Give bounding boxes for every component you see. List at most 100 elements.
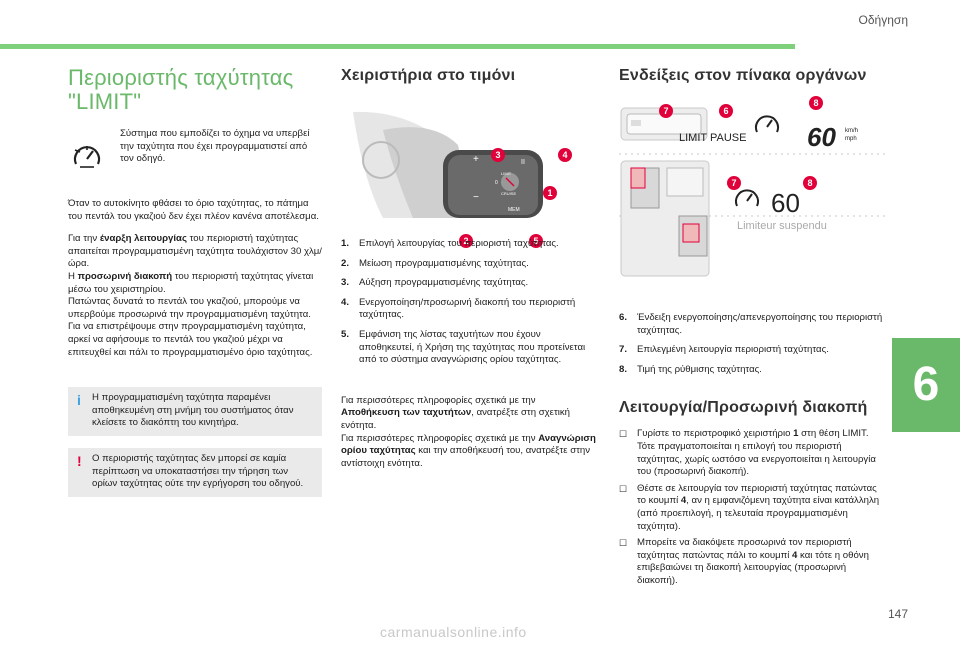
steering-wheel-illustration: + − II LIMIT CRUISE 0 MEM xyxy=(353,111,543,218)
column-instrument-display: Ενδείξεις στον πίνακα οργάνων LIMIT PAUS… xyxy=(619,66,885,592)
info-note: i Η προγραμματισμένη ταχύτητα παραμένει … xyxy=(68,387,322,436)
text-run: στη θέση LIMIT. Τότε πραγματοποιείται η … xyxy=(637,428,876,478)
paragraph-1: Όταν το αυτοκίνητο φθάσει το όριο ταχύτη… xyxy=(68,198,319,222)
text-run: Μπορείτε να διακόψετε προσωρινά τον περι… xyxy=(637,537,852,561)
speed-limiter-icon xyxy=(73,146,101,168)
page-title: Περιοριστής ταχύτητας "LIMIT" xyxy=(68,66,322,114)
item-number: 5. xyxy=(341,328,350,340)
callout-8-bottom: 8 xyxy=(803,176,817,190)
text-run: Για περισσότερες πληροφορίες σχετικά με … xyxy=(341,432,539,444)
unit-mph: mph xyxy=(845,136,857,142)
text-run: , αν η εμφανιζόμενη ταχύτητα είναι κατάλ… xyxy=(637,495,880,532)
callout-7-bottom: 7 xyxy=(727,176,741,190)
item-number: 8. xyxy=(619,363,628,375)
item-text: Ένδειξη ενεργοποίησης/απενεργοποίησης το… xyxy=(637,312,883,336)
section-title-controls: Χειριστήρια στο τιμόνι xyxy=(341,67,516,84)
text-run: του περιοριστή ταχύτητας γίνεται μέσω το… xyxy=(68,270,314,295)
list-item: 1. Επιλογή λειτουργίας του περιοριστή ταχ… xyxy=(341,238,597,251)
list-item: 7. Επιλεγμένη λειτουργία περιοριστή ταχύτ… xyxy=(619,344,885,357)
callout-3: 3 xyxy=(491,148,505,162)
item-number: 3. xyxy=(341,277,350,289)
limit-pause-label: LIMIT PAUSE xyxy=(679,132,747,144)
list-item: 8. Τιμή της ρύθμισης ταχύτητας. xyxy=(619,364,885,377)
wheel-label-limit: LIMIT xyxy=(501,171,512,176)
wheel-label-cruise: CRUISE xyxy=(501,191,516,196)
svg-text:II: II xyxy=(521,159,525,166)
bold-run: 4 xyxy=(680,495,687,507)
list-item: ☐ Γυρίστε το περιστροφικό χειριστήριο 1 σ… xyxy=(619,428,885,478)
list-item: 2. Μείωση προγραμματισμένης ταχύτητας. xyxy=(341,258,597,271)
page-number: 147 xyxy=(887,607,908,621)
operation-steps: ☐ Γυρίστε το περιστροφικό χειριστήριο 1 σ… xyxy=(619,428,885,587)
item-number: 2. xyxy=(341,257,350,269)
item-text: Ενεργοποίηση/προσωρινή διακοπή του περιο… xyxy=(359,296,576,321)
more-info-recognition: Για περισσότερες πληροφορίες σχετικά με … xyxy=(341,433,597,471)
bold-run: 4 xyxy=(792,549,798,561)
bold-run: Αποθήκευση των ταχυτήτων xyxy=(341,407,472,419)
chapter-tab: 6 xyxy=(892,338,960,432)
limiter-suspended-label: Limiteur suspendu xyxy=(737,220,827,232)
svg-text:+: + xyxy=(473,154,479,165)
text-run: του περιοριστή ταχύτητας απαιτείται προγ… xyxy=(68,233,322,270)
item-number: 6. xyxy=(619,312,628,323)
text-run: Γυρίστε το περιστροφικό χειριστήριο xyxy=(637,428,794,440)
wheel-label-zero: 0 xyxy=(495,180,498,186)
paragraph-5: Για να επιστρέψουμε στην προγραμματισμέν… xyxy=(68,321,313,358)
text-run: και τότε η οθόνη επιβεβαιώνει τη διακοπή… xyxy=(637,549,869,586)
column-speed-limiter: Περιοριστής ταχύτητας "LIMIT" Σύστημα πο… xyxy=(68,66,322,497)
bullet-icon: ☐ xyxy=(619,483,628,494)
indicators-list: 6. Ένδειξη ενεργοποίησης/απενεργοποίησης … xyxy=(619,312,885,376)
intro-text: Σύστημα που εμποδίζει το όχημα να υπερβε… xyxy=(120,128,310,165)
title-line-2: "LIMIT" xyxy=(68,89,142,114)
text-run: Θέστε σε λειτουργία τον περιοριστή ταχύτ… xyxy=(637,482,877,507)
warning-icon: ! xyxy=(77,452,82,469)
paragraph-4: Πατώντας δυνατά το πεντάλ του γκαζιού, μ… xyxy=(68,296,311,320)
callout-8-top: 8 xyxy=(809,96,823,110)
svg-text:−: − xyxy=(473,192,479,203)
item-text: Επιλεγμένη λειτουργία περιοριστή ταχύτητ… xyxy=(637,344,829,356)
controls-list: 1. Επιλογή λειτουργίας του περιοριστή ταχ… xyxy=(341,238,597,367)
paragraph-2: Για την έναρξη λειτουργίας του περιοριστ… xyxy=(68,233,322,271)
item-text: Επιλογή λειτουργίας του περιοριστή ταχύτ… xyxy=(359,238,559,249)
callout-7-top: 7 xyxy=(659,104,673,118)
section-title-operation: Λειτουργία/Προσωρινή διακοπή xyxy=(619,399,868,417)
list-item: 3.Αύξηση προγραμματισμένης ταχύτητας. xyxy=(341,277,597,290)
info-icon: i xyxy=(77,392,81,409)
list-item: 4. Ενεργοποίηση/προσωρινή διακοπή του περ… xyxy=(341,297,597,322)
text-run: Για περισσότερες πληροφορίες σχετικά με … xyxy=(341,394,536,406)
warning-note: ! Ο περιοριστής ταχύτητας δεν μπορεί σε … xyxy=(68,447,322,497)
callout-5: 5 xyxy=(529,234,543,248)
bold-run: έναρξη λειτουργίας xyxy=(99,233,187,245)
section-title-display: Ενδείξεις στον πίνακα οργάνων xyxy=(619,67,867,84)
title-line-1: Περιοριστής ταχύτητας xyxy=(68,65,294,90)
bullet-icon: ☐ xyxy=(619,538,628,549)
text-run: και την αποθήκευσή του, ανατρέξτε στην α… xyxy=(341,445,591,469)
warning-note-text: Ο περιοριστής ταχύτητας δεν μπορεί σε κα… xyxy=(92,452,304,490)
info-note-text: Η προγραμματισμένη ταχύτητα παραμένει απ… xyxy=(92,392,294,429)
unit-kmh: km/h xyxy=(845,128,859,134)
wheel-label-mem: MEM xyxy=(508,207,520,213)
list-item: 6. Ένδειξη ενεργοποίησης/απενεργοποίησης … xyxy=(619,312,885,337)
item-number: 7. xyxy=(619,344,628,356)
list-item: ☐ Μπορείτε να διακόψετε προσωρινά τον περ… xyxy=(619,537,885,587)
callout-4: 4 xyxy=(558,148,572,162)
steering-wheel-diagram: + − II LIMIT CRUISE 0 MEM 3 4 1 2 5 xyxy=(343,100,583,248)
item-number: 1. xyxy=(341,238,350,249)
item-text: Μείωση προγραμματισμένης ταχύτητας. xyxy=(359,257,529,269)
bold-run: προσωρινή διακοπή xyxy=(77,270,173,282)
bold-run: Αναγνώριση ορίου ταχύτητας xyxy=(341,432,596,457)
item-number: 4. xyxy=(341,296,350,308)
limiter-intro: Σύστημα που εμποδίζει το όχημα να υπερβε… xyxy=(68,128,322,188)
section-header: Οδήγηση xyxy=(858,13,908,27)
bold-run: 1 xyxy=(793,428,799,440)
top-accent-bar xyxy=(0,44,795,49)
paragraph-3: Η προσωρινή διακοπή του περιοριστή ταχύτ… xyxy=(68,271,322,296)
text-run: , ανατρέξτε στη σχετική ενότητα. xyxy=(341,407,571,431)
set-speed-small: 60 xyxy=(771,188,800,218)
instrument-panel-illustration xyxy=(619,107,885,277)
list-item: ☐ Θέστε σε λειτουργία τον περιοριστή ταχύ… xyxy=(619,483,885,533)
callout-1: 1 xyxy=(543,186,557,200)
set-speed-large: 60 xyxy=(807,122,836,152)
item-text: Τιμή της ρύθμισης ταχύτητας. xyxy=(637,363,762,375)
bullet-icon: ☐ xyxy=(619,429,628,440)
